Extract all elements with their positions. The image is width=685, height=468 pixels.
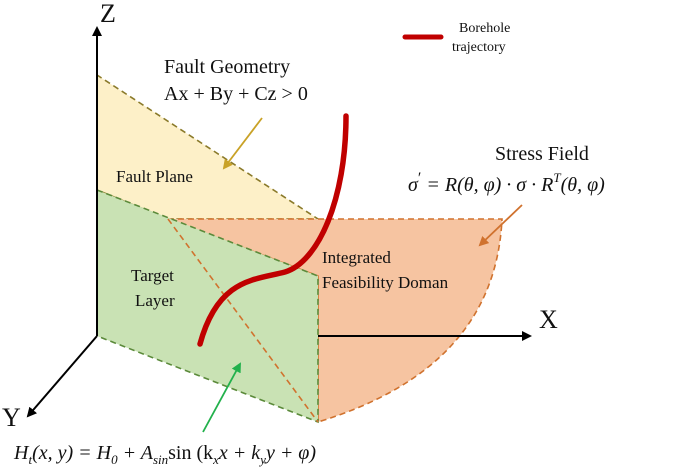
legend-borehole-label-line2: trajectory [452,40,506,55]
stress-field-equation: σ′ = R(θ, φ) · σ · RT(θ, φ) [408,170,605,196]
fault-geometry-title: Fault Geometry [164,56,290,78]
target-layer-equation: Ht(x, y) = H0 + Asinsin (kxx + kyy + φ) [13,442,316,467]
y-axis-line [26,335,98,418]
y-axis-label: Y [2,403,21,432]
feasibility-domain-label-line1: Integrated [322,248,391,267]
stress-field-arrow [478,204,523,247]
target-layer-label-line1: Target [131,266,174,285]
target-layer-label-line2: Layer [135,291,175,310]
fault-geometry-equation: Ax + By + Cz > 0 [164,83,308,105]
fault-plane-label: Fault Plane [116,167,193,186]
fault-geometry-arrow [222,117,263,170]
legend-borehole-label-line1: Borehole [459,21,510,36]
target-layer-arrow [202,362,241,433]
feasibility-domain-label-line2: Feasibility Doman [322,273,449,292]
z-axis-label: Z [100,0,116,28]
feasibility-domain-region [167,218,503,424]
stress-field-title: Stress Field [495,143,589,165]
x-axis-label: X [539,305,558,334]
borehole-trajectory [197,113,349,347]
domain-diagonal-line [167,218,319,423]
